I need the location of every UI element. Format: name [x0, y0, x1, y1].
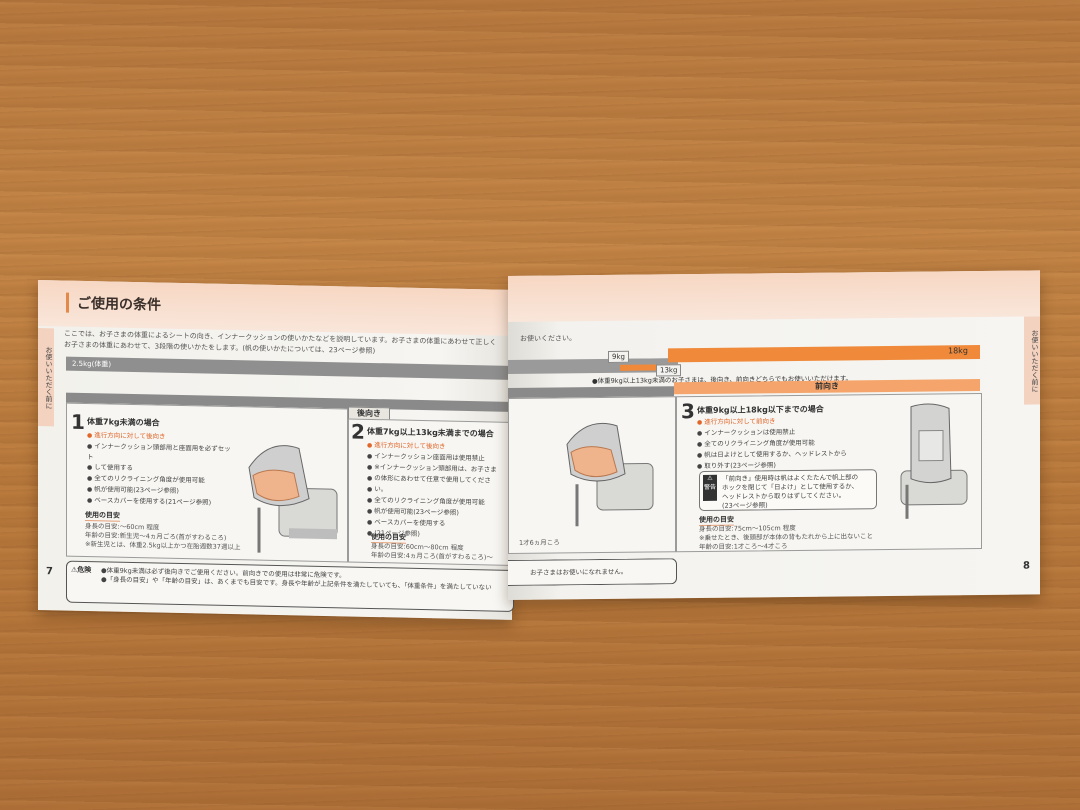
step1-bullets: 進行方向に対して後向き インナークッション頭部用と座面用を必ずセット して使用す… [87, 430, 237, 509]
step2-panel: 2 体重7kg以上13kg未満までの場合 進行方向に対して後向き インナークッシ… [348, 418, 514, 566]
side-tab-right: お使いいただく前に [1024, 316, 1040, 405]
step1-number: 1 [71, 409, 85, 434]
warning-box: ⚠警告 「前向き」使用時は帆はよくたたんで帆上部の ホックを閉じて「日よけ」とし… [699, 469, 877, 511]
step2-guide-text: 身長の目安:60cm～80cm 程度 年齢の目安:4ヵ月ころ(首がすわるころ)～ [371, 541, 493, 562]
warning-triangle-icon: ⚠警告 [703, 474, 717, 501]
danger-icon: ⚠危険 [71, 565, 92, 575]
step2-number: 2 [351, 419, 365, 444]
side-tab-left: お使いいただく前に [38, 328, 54, 427]
front-facing-label: 前向き [674, 379, 980, 395]
page-title: ご使用の条件 [66, 292, 161, 315]
car-seat-illustration-front [900, 403, 968, 519]
weight-tag-18kg: 18kg [948, 346, 968, 356]
weight-scale-bar: 2.5kg(体重) [66, 356, 512, 380]
manual-left-page: ご使用の条件 お使いいただく前に ここでは、お子さまの体重によるシートの向き、イ… [38, 280, 514, 620]
weight-scale-orange [668, 345, 980, 363]
danger-box: ⚠危険 ●体重9kg未満は必ず後向きでご使用ください。前向きでの使用は非常に危険… [66, 560, 514, 612]
page-number-right: 8 [1023, 560, 1030, 572]
car-seat-illustration-rear [248, 445, 338, 553]
step3-heading: 体重9kg以上18kg以下までの場合 [697, 404, 824, 416]
step2-cont-age: 1才6ヵ月ころ [519, 538, 560, 547]
manual-right-page: お使いいただく前に お使いください。 9kg 13kg 18kg ●体重9kg以… [508, 270, 1040, 600]
warning-text: 「前向き」使用時は帆はよくたたんで帆上部の ホックを閉じて「日よけ」として使用す… [722, 473, 859, 510]
step1-heading: 体重7kg未満の場合 [87, 417, 160, 428]
header-band-right [508, 270, 1040, 322]
step2-cont-panel: 1才6ヵ月ころ [508, 396, 676, 554]
step1-guide-text: 身長の目安:～60cm 程度 年齢の目安:新生児～4ヵ月ごろ(首がすわるころ) … [85, 521, 241, 552]
danger-text-cont: お子さまはお使いになれません。 [530, 567, 628, 577]
step1-panel: 1 体重7kg未満の場合 進行方向に対して後向き インナークッション頭部用と座面… [66, 402, 348, 563]
step3-guide-text: 身長の目安:75cm～105cm 程度 ※乗せたとき、後頭部が本体の背もたれから… [699, 523, 873, 551]
step2-heading: 体重7kg以上13kg未満までの場合 [367, 426, 494, 439]
danger-text: ●体重9kg未満は必ず後向きでご使用ください。前向きでの使用は非常に危険です。 … [101, 566, 492, 592]
car-seat-illustration-rear-2 [566, 422, 654, 527]
step3-panel: 3 体重9kg以上18kg以下までの場合 進行方向に対して前向き インナークッシ… [676, 393, 982, 553]
step2-bullets: 進行方向に対して後向き インナークッション座面用は使用禁止 ※インナークッション… [367, 440, 511, 542]
step3-bullets: 進行方向に対して前向き インナークッションは使用禁止 全てのリクライニング角度が… [697, 415, 877, 472]
step3-number: 3 [681, 399, 695, 424]
step1-guide-title: 使用の目安 [85, 509, 120, 522]
page-number-left: 7 [46, 566, 53, 578]
danger-box-cont: お子さまはお使いになれません。 [508, 558, 677, 586]
weight-tag-9kg: 9kg [608, 350, 629, 363]
intro-continuation: お使いください。 [520, 334, 576, 343]
scale-start-label: 2.5kg(体重) [72, 359, 112, 369]
